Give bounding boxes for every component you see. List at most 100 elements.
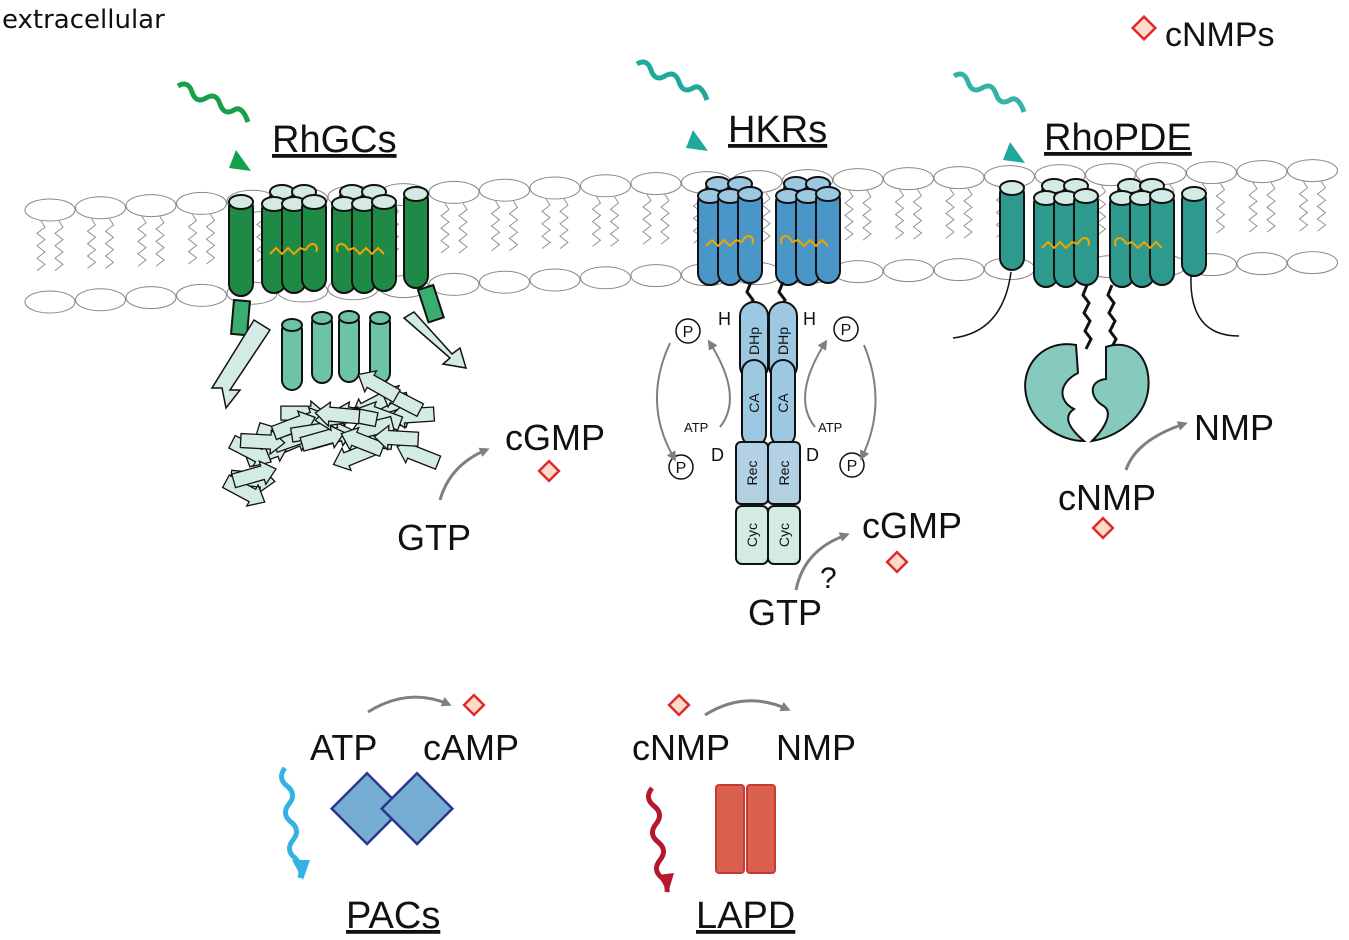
reaction-arrow-icon <box>367 695 452 714</box>
lipid-head-shape <box>1287 251 1338 275</box>
lipid-tail-shape <box>187 214 198 265</box>
helix-top-shape <box>338 310 360 324</box>
lipid-tail-shape <box>541 198 551 249</box>
retinal-chromophore-icon <box>269 243 318 256</box>
beta-strand-shape <box>221 474 266 507</box>
rhgc-substrate: GTP <box>397 517 471 558</box>
helix-top-shape <box>1073 188 1099 204</box>
lipid-tail-shape <box>761 192 771 243</box>
histidine-residue: H <box>803 309 816 329</box>
lipid-head-shape <box>883 167 934 191</box>
extracellular-label: extracellular <box>2 5 165 35</box>
lipid-head-shape <box>176 191 227 215</box>
lipid-head-shape <box>24 290 76 314</box>
helix-top-shape <box>311 311 333 325</box>
lipid-head-shape <box>479 178 530 202</box>
helix-shape <box>1149 189 1175 286</box>
lipid-tail-shape <box>559 198 569 249</box>
lapd-subunit-shape <box>715 784 745 874</box>
lipid-tail-shape <box>609 196 620 247</box>
lipid-head-shape <box>529 176 581 200</box>
retinal-chromophore-icon <box>780 235 829 248</box>
cyc-domain-label: Cyc <box>776 523 792 547</box>
linker-icon <box>1081 284 1093 350</box>
lipid-head-shape <box>580 266 631 290</box>
helix-shape <box>403 187 429 289</box>
hkr-uncertain-mark: ? <box>820 562 837 595</box>
lipid-head-shape <box>24 198 76 222</box>
dhp-domain-label: DHp <box>775 327 791 355</box>
cnmp-icon <box>1091 516 1115 540</box>
helix-top-shape <box>228 194 254 210</box>
lipid-head-shape <box>1236 252 1288 276</box>
lapd-substrate: cNMP <box>632 727 730 768</box>
lipid-head-shape <box>428 272 480 296</box>
phosphate-icon <box>675 318 701 344</box>
pac-product: cAMP <box>423 727 519 768</box>
beta-strand-shape <box>230 459 277 489</box>
phosphotransfer-arrow-icon <box>707 339 731 428</box>
cyc-domain <box>767 505 801 565</box>
reaction-arrow-icon <box>704 699 791 717</box>
lipid-tail-shape <box>440 203 450 254</box>
lipid-tail-shape <box>155 216 165 267</box>
beta-strand-shape <box>357 369 402 404</box>
rec-domain-label: Rec <box>776 461 792 486</box>
helix-top-shape <box>999 180 1025 196</box>
pac-subunit-shape <box>329 771 405 846</box>
light-arrow-head-icon <box>658 873 674 893</box>
loop-icon <box>952 271 1012 339</box>
ca-domain-label: CA <box>775 393 791 413</box>
linker-helix-shape <box>229 298 252 337</box>
lipid-head-shape <box>1186 161 1237 185</box>
lipid-head-shape <box>529 268 581 292</box>
lipid-tail-shape <box>490 200 501 252</box>
lapd-subunit-shape <box>746 784 776 874</box>
helix-top-shape <box>815 186 841 202</box>
rhopde-product: NMP <box>1194 407 1274 448</box>
retinal-chromophore-icon <box>336 243 385 256</box>
reaction-arrow-icon <box>1124 421 1188 471</box>
light-arrow-blue-icon <box>279 766 304 879</box>
light-arrow-head-icon <box>229 150 251 171</box>
helix-top-shape <box>1181 186 1207 202</box>
helix-top-shape <box>369 311 391 325</box>
lipid-tail-shape <box>458 203 468 254</box>
lipid-head-shape <box>832 168 884 192</box>
helix-shape <box>371 195 397 292</box>
cgmp-icon <box>537 459 561 483</box>
ca-domain-label: CA <box>746 393 762 413</box>
lapd-product: NMP <box>776 727 856 768</box>
lipid-tail-shape <box>36 220 46 271</box>
helix-top-shape <box>403 186 429 202</box>
lipid-tail-shape <box>1298 181 1309 232</box>
lipid-tail-shape <box>104 218 115 269</box>
phosphate-label: P <box>683 324 694 341</box>
lipid-tail-shape <box>137 216 147 267</box>
phosphate-label: P <box>847 458 858 475</box>
camp-icon <box>462 693 486 717</box>
cyc-domain-label: Cyc <box>744 523 760 547</box>
beta-strand-shape <box>402 311 468 369</box>
lipid-head-shape <box>75 288 126 312</box>
light-arrow-green-icon <box>176 81 251 123</box>
lipid-head-shape <box>933 258 985 282</box>
rhopde-substrate: cNMP <box>1058 477 1156 518</box>
lapd-group: cNMP NMP LAPD <box>632 693 856 937</box>
histidine-residue: H <box>718 309 731 329</box>
aspartate-residue: D <box>806 445 819 465</box>
light-arrow-teal-icon <box>952 71 1027 113</box>
pde-domain-shape <box>1024 343 1087 443</box>
hkr-product: cGMP <box>862 505 962 546</box>
light-arrow-teal-icon <box>635 59 710 101</box>
helix-shape <box>815 187 841 284</box>
lipid-tail-shape <box>945 188 955 239</box>
pac-group: ATP cAMP PACs <box>279 693 519 937</box>
light-arrow-head-icon <box>686 130 708 151</box>
lipid-tail-shape <box>1316 181 1327 232</box>
lipid-tail-shape <box>660 194 670 245</box>
loop-icon <box>1190 275 1240 337</box>
helix-top-shape <box>737 186 763 202</box>
